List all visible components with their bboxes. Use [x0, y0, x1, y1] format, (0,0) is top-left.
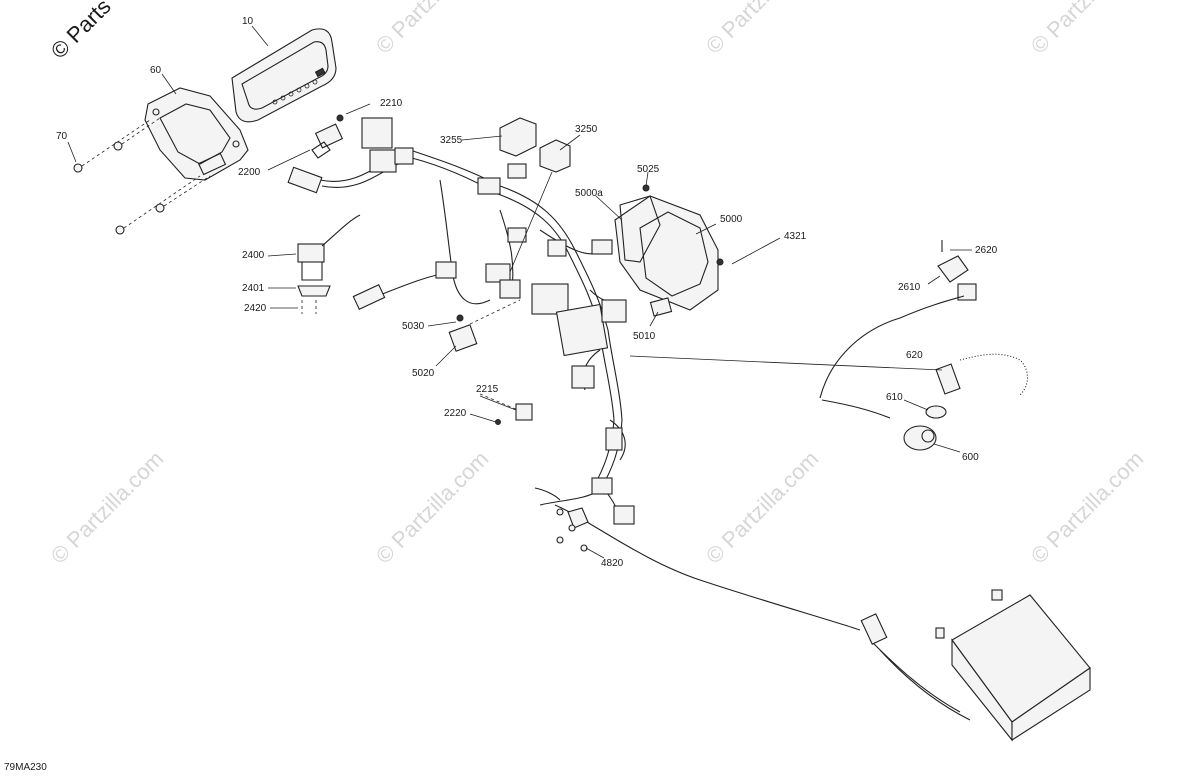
- screws-70-part: [73, 117, 211, 235]
- label-2620: 2620: [975, 245, 998, 256]
- label-600: 600: [962, 452, 979, 463]
- label-2220: 2220: [444, 408, 467, 419]
- label-5000: 5000: [720, 214, 743, 225]
- relay-2610-part: [937, 240, 977, 301]
- mounting-bracket-part: [144, 87, 249, 181]
- label-2215: 2215: [476, 384, 499, 395]
- label-60: 60: [150, 65, 162, 76]
- ecu-5000-part: [614, 184, 724, 311]
- label-5025: 5025: [637, 164, 660, 175]
- sensor-5020-5030-part: [448, 299, 521, 352]
- connector-2200-2210-part: [311, 114, 393, 159]
- label-70: 70: [56, 131, 68, 142]
- watermark-1: © Partzilla.com: [371, 0, 494, 59]
- label-2200: 2200: [238, 167, 261, 178]
- label-4820: 4820: [601, 558, 624, 569]
- watermark-3: © Partzilla.com: [1026, 0, 1149, 59]
- label-2610: 2610: [898, 282, 921, 293]
- label-10: 10: [242, 16, 254, 27]
- label-5020: 5020: [412, 368, 435, 379]
- label-3250: 3250: [575, 124, 598, 135]
- screws-4820-part: [556, 508, 588, 552]
- battery-part: [935, 589, 1091, 742]
- gauge-display-part: [231, 28, 337, 123]
- part-labels: 10 60 70 2210 2200 3255 3250 5025 5000a …: [56, 16, 998, 569]
- watermark-4: © Partzilla.com: [46, 446, 169, 569]
- label-2400: 2400: [242, 250, 265, 261]
- label-620: 620: [906, 350, 923, 361]
- label-2210: 2210: [380, 98, 403, 109]
- switch-2400-part: [297, 214, 361, 314]
- watermark-7: © Partzilla.com: [1026, 446, 1149, 569]
- label-5010: 5010: [633, 331, 656, 342]
- watermark-main: © Parts: [46, 0, 116, 64]
- watermark-5: © Partzilla.com: [371, 446, 494, 569]
- label-5030: 5030: [402, 321, 425, 332]
- label-5000a: 5000a: [575, 188, 603, 199]
- harness-connectors: [287, 147, 888, 645]
- leader-lines: [67, 25, 972, 559]
- key-lanyard-part: [819, 295, 1029, 451]
- sensor-2215-part: [479, 393, 533, 425]
- diagram-reference: 79MA230: [4, 762, 47, 773]
- relay-3255-3250-part: [499, 117, 571, 179]
- sensor-5010-part: [649, 297, 673, 317]
- label-4321: 4321: [784, 231, 807, 242]
- label-2401: 2401: [242, 283, 265, 294]
- label-2420: 2420: [244, 303, 267, 314]
- watermark-6: © Partzilla.com: [701, 446, 824, 569]
- watermark-2: © Partzilla.com: [701, 0, 824, 59]
- label-610: 610: [886, 392, 903, 403]
- label-3255: 3255: [440, 135, 463, 146]
